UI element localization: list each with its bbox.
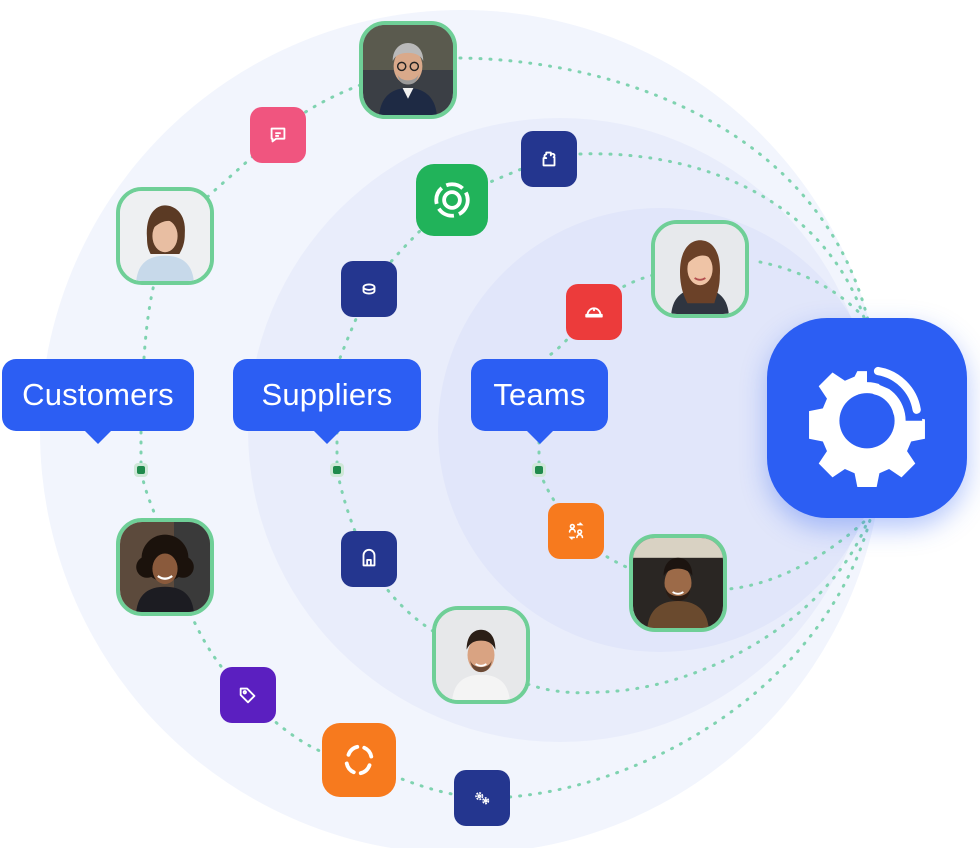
chat-bubble-icon [250, 107, 306, 163]
price-tag-icon [220, 667, 276, 723]
coins-icon [341, 261, 397, 317]
avatar-woman-top-left [116, 187, 214, 285]
teams-callout: Teams [471, 359, 608, 444]
avatar-woman-curly [116, 518, 214, 616]
avatar-man-glasses [359, 21, 457, 119]
gears-icon [454, 770, 510, 826]
customers-anchor [134, 463, 148, 477]
avatar-man-smiling [432, 606, 530, 704]
suppliers-path [335, 152, 870, 695]
target-icon [416, 164, 488, 236]
gear-wifi-icon [767, 318, 967, 518]
teams-anchor [532, 463, 546, 477]
circular-arrows-icon [322, 723, 396, 797]
people-exchange-icon [548, 503, 604, 559]
building-icon [341, 531, 397, 587]
suppliers-callout: Suppliers [233, 359, 421, 444]
avatar-man-beard [629, 534, 727, 632]
puzzle-piece-icon [521, 131, 577, 187]
hard-hat-icon [566, 284, 622, 340]
customers-callout: Customers [2, 359, 194, 444]
avatar-woman-teams [651, 220, 749, 318]
suppliers-anchor [330, 463, 344, 477]
